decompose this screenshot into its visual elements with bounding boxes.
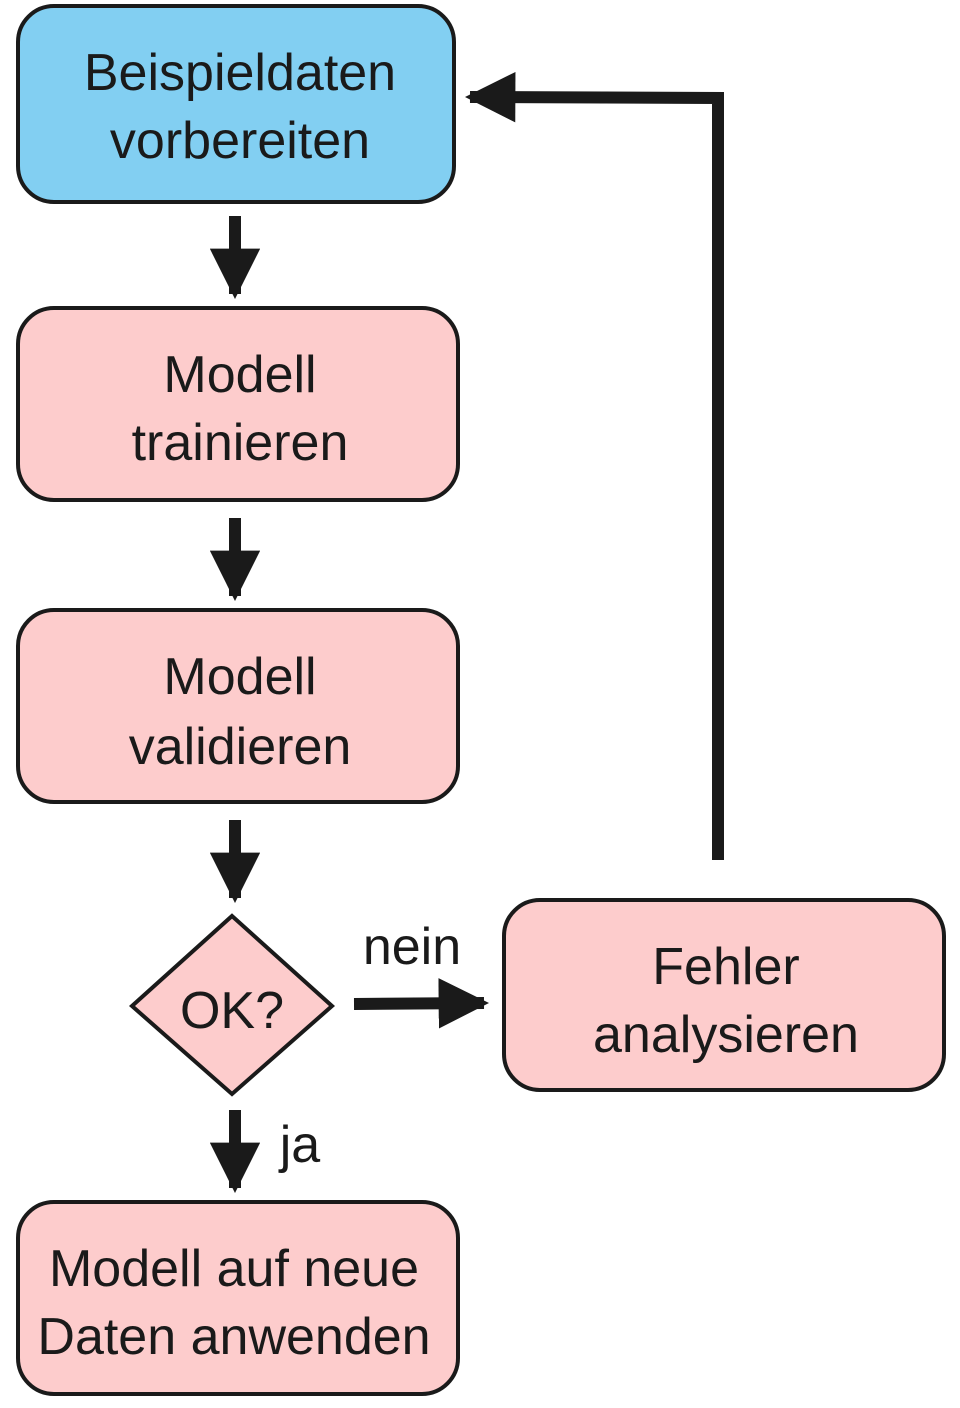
node-train-model-box [16, 306, 460, 502]
node-apply-model-box [16, 1200, 460, 1396]
arrow-analyze-loop-back-to-prepare [464, 71, 724, 860]
node-analyze-errors-line1: Fehler [652, 938, 799, 996]
node-validate-model-line2: validieren [129, 718, 352, 776]
node-prepare-data-box [16, 4, 456, 204]
node-analyze-errors-line2: analysieren [593, 1006, 859, 1064]
node-apply-model: Modell auf neue Daten anwenden [16, 1200, 460, 1396]
node-train-model: Modell trainieren [16, 306, 460, 502]
edge-label-yes: ja [278, 1116, 321, 1174]
node-train-model-line2: trainieren [132, 414, 349, 472]
node-decision-ok-label: OK? [180, 982, 284, 1040]
node-decision-ok: OK? [128, 913, 336, 1097]
node-train-model-line1: Modell [163, 346, 316, 404]
node-analyze-errors: Fehler analysieren [502, 898, 946, 1092]
node-validate-model: Modell validieren [16, 608, 460, 804]
node-analyze-errors-box [502, 898, 946, 1092]
node-prepare-data: Beispieldaten vorbereiten [16, 4, 456, 204]
node-decision-ok-diamond [128, 913, 336, 1097]
node-apply-model-line1: Modell auf neue [49, 1240, 419, 1298]
node-prepare-data-line1: Beispieldaten [84, 44, 396, 102]
edge-label-no: nein [363, 918, 461, 976]
node-validate-model-box [16, 608, 460, 804]
arrow-decision-no-to-analyze [353, 978, 490, 1029]
node-prepare-data-line2: vorbereiten [110, 112, 370, 170]
node-apply-model-line2: Daten anwenden [37, 1308, 430, 1366]
node-validate-model-line1: Modell [163, 648, 316, 706]
